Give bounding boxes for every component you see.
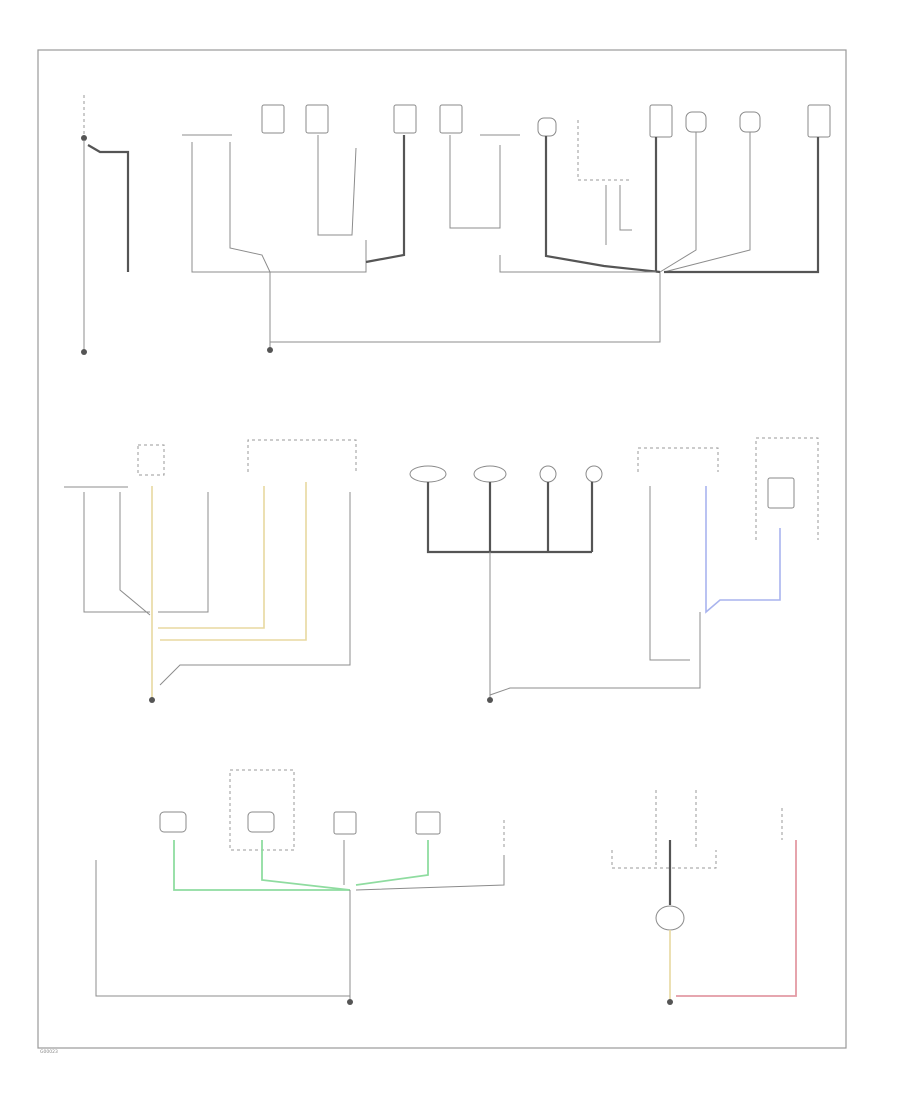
diagram-frame	[37, 49, 847, 1049]
wire-m6	[449, 135, 501, 229]
wire-ml3	[158, 492, 209, 613]
battery-splice-wire	[87, 144, 130, 272]
wire-r8	[499, 255, 656, 273]
lower-left-ground-group	[95, 769, 505, 1005]
upper-middle-ground-group	[182, 104, 661, 353]
wire-m-link	[270, 272, 661, 343]
wire-ll-green-1	[173, 840, 350, 891]
upper-middle-ground-point	[267, 347, 273, 353]
battery-ground-group	[81, 95, 130, 355]
component-box-3	[393, 104, 417, 134]
component-dashed-4	[755, 437, 819, 540]
upper-right-ground-group	[499, 104, 831, 274]
component-box-6	[807, 104, 831, 138]
lamp-2	[685, 111, 707, 133]
lower-right-ground-group	[611, 790, 797, 1005]
middle-center-ground-group	[409, 465, 701, 703]
footer-code: G00023	[40, 1049, 58, 1055]
component-box-8	[333, 811, 357, 835]
battery-ground-point	[81, 349, 87, 355]
wire-mc1	[426, 482, 592, 554]
wire-r6	[663, 132, 751, 273]
middle-left-ground-group	[64, 439, 357, 703]
component-box-7	[767, 477, 795, 509]
middle-left-ground-point	[149, 697, 155, 703]
wire-ml-yellow-2	[158, 486, 265, 629]
lamp-1	[537, 117, 557, 137]
wire-m2	[229, 142, 271, 273]
wire-r5	[659, 132, 697, 273]
lower-left-ground-point	[347, 999, 353, 1005]
wire-mr-blue	[705, 486, 781, 614]
connector-lr	[655, 905, 685, 931]
component-dashed-1	[137, 444, 165, 476]
wire-ll3	[355, 855, 505, 891]
wire-ll-green-2	[261, 840, 351, 891]
component-dashed-5	[229, 769, 295, 851]
battery-terminal-dot	[81, 135, 87, 141]
lamp-3	[739, 111, 761, 133]
lamp-4	[409, 465, 447, 483]
wire-mc-link	[489, 650, 701, 696]
component-box-4	[439, 104, 463, 134]
wire-ml1	[83, 492, 150, 613]
wire-m1	[191, 142, 268, 273]
wire-m5	[365, 135, 406, 264]
lamp-6	[539, 465, 557, 483]
wire-ll1	[95, 860, 350, 997]
component-box-9	[415, 811, 441, 835]
lamp-5	[473, 465, 507, 483]
lamp-7	[585, 465, 603, 483]
middle-right-ground-group	[637, 437, 819, 661]
dashed-module-lead	[577, 120, 630, 181]
wire-mr1	[649, 486, 690, 661]
lower-right-ground-point	[667, 999, 673, 1005]
wire-r3	[619, 185, 632, 231]
component-box-5	[649, 104, 673, 138]
component-dashed-2	[247, 439, 357, 472]
wire-r7	[664, 137, 820, 274]
wire-ll-green-3	[355, 840, 429, 886]
wire-lr-red	[676, 840, 797, 997]
wire-m4	[317, 135, 357, 236]
middle-center-ground-point	[487, 697, 493, 703]
wire-ml-yellow-3	[160, 482, 307, 641]
switch-box-1	[159, 811, 187, 833]
switch-box-2	[247, 811, 275, 833]
wire-ml4	[159, 492, 351, 686]
component-dashed-6	[611, 850, 717, 869]
component-box-1	[261, 104, 285, 134]
wire-m3	[268, 240, 367, 273]
wire-ml2	[119, 492, 151, 616]
component-dashed-3	[637, 447, 719, 472]
component-box-2	[305, 104, 329, 134]
wire-r1	[544, 136, 661, 274]
